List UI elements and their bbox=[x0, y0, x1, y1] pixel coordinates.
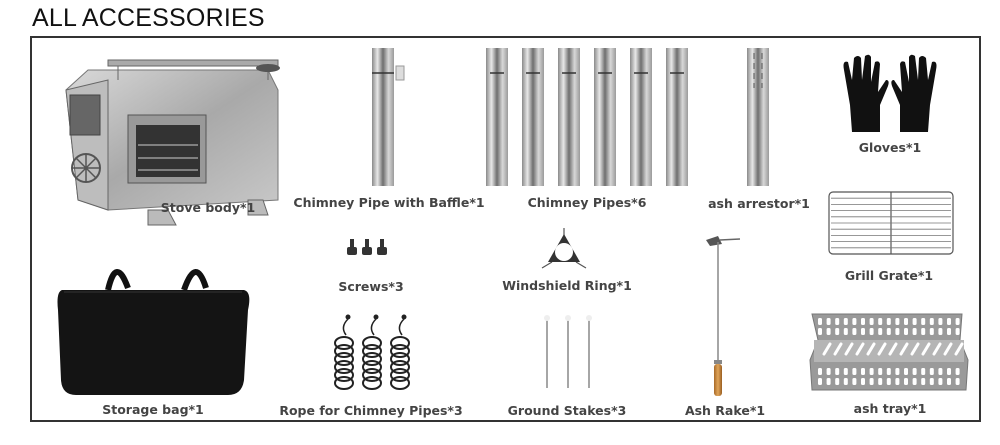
chimney-pipe-with-baffle-label: Chimney Pipe with Baffle*1 bbox=[293, 195, 485, 210]
grill-grate-image bbox=[827, 190, 955, 256]
ground-stakes-label: Ground Stakes*3 bbox=[507, 403, 627, 418]
chimney-pipe-with-baffle-image bbox=[368, 48, 408, 188]
page-title: ALL ACCESSORIES bbox=[32, 4, 265, 32]
chimney-pipes-label: Chimney Pipes*6 bbox=[527, 195, 647, 210]
screws-image bbox=[347, 237, 397, 257]
grill-grate-label: Grill Grate*1 bbox=[844, 268, 934, 283]
chimney-pipe bbox=[486, 48, 508, 186]
rope-image bbox=[330, 313, 414, 395]
windshield-ring-image bbox=[538, 226, 590, 274]
ash-tray-image bbox=[809, 312, 969, 392]
chimney-pipe bbox=[594, 48, 616, 186]
screws-label: Screws*3 bbox=[338, 279, 404, 294]
gloves-image bbox=[834, 50, 946, 136]
ash-arrestor-image bbox=[747, 48, 771, 188]
rope-label: Rope for Chimney Pipes*3 bbox=[279, 403, 463, 418]
stove-body-label: Stove body*1 bbox=[160, 200, 256, 215]
ash-rake-label: Ash Rake*1 bbox=[684, 403, 766, 418]
chimney-pipes-image bbox=[484, 48, 694, 188]
stove-body-image bbox=[48, 50, 284, 228]
gloves-label: Gloves*1 bbox=[858, 140, 922, 155]
ash-rake-image bbox=[704, 234, 744, 398]
storage-bag-image bbox=[56, 250, 252, 396]
storage-bag-label: Storage bag*1 bbox=[102, 402, 204, 417]
ash-arrestor-label: ash arrestor*1 bbox=[708, 196, 810, 211]
chimney-pipe bbox=[558, 48, 580, 186]
ash-tray-label: ash tray*1 bbox=[853, 401, 927, 416]
chimney-pipe bbox=[666, 48, 688, 186]
ground-stakes-image bbox=[540, 312, 594, 390]
chimney-pipe bbox=[522, 48, 544, 186]
windshield-ring-label: Windshield Ring*1 bbox=[502, 278, 632, 293]
chimney-pipe bbox=[630, 48, 652, 186]
